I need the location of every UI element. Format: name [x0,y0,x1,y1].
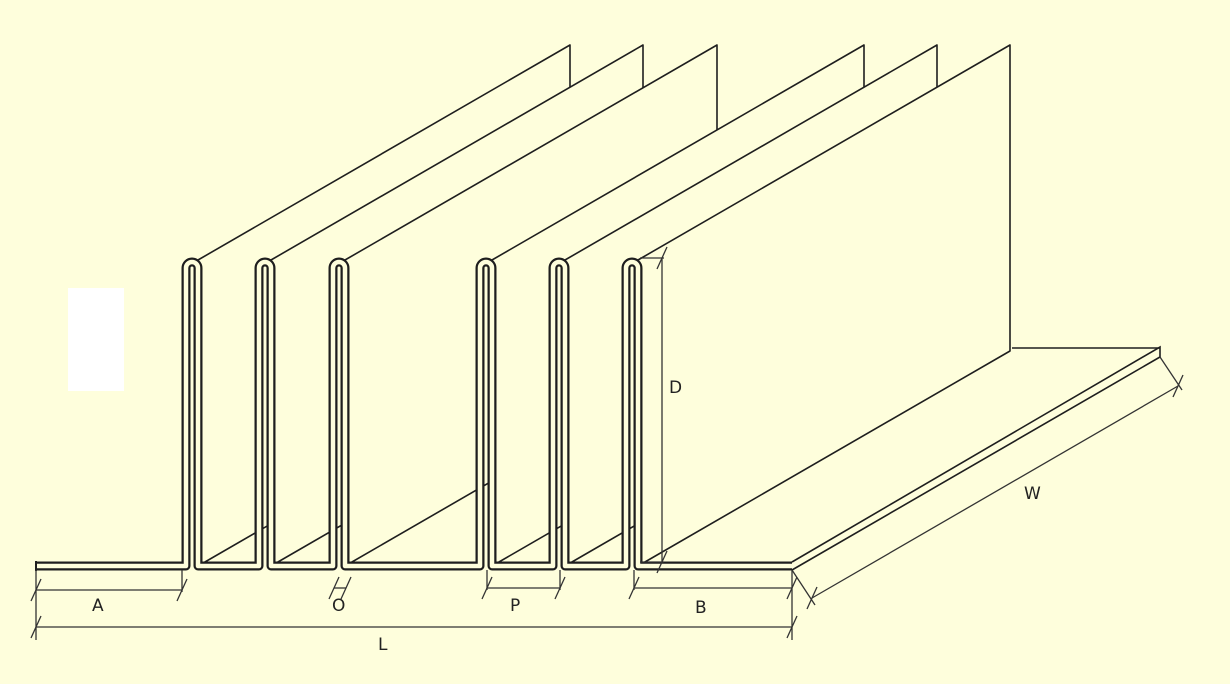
dimension-label-a: A [92,596,104,616]
folded-sheet-profile [35,257,792,571]
dim-w-line [811,385,1179,599]
dimension-tick-11 [656,550,668,574]
dimension-lines [30,246,1184,640]
dimension-tick-4 [481,576,493,600]
blank-white-patch [68,288,124,391]
dimension-label-d: D [669,378,682,398]
dimension-label-b: B [695,598,707,618]
dimension-label-p: P [510,596,520,616]
dimension-label-l: L [378,635,388,655]
dimension-tick-8 [30,615,42,639]
dimension-label-w: W [1024,484,1041,504]
dimension-tick-13 [1172,374,1184,398]
dimension-label-o: O [332,596,345,616]
dimension-tick-6 [628,576,640,600]
dimension-tick-1 [176,578,188,602]
base-right-edge [791,345,1161,571]
dimension-tick-2 [328,576,340,600]
dimension-tick-5 [554,576,566,600]
sheet-inner [36,259,792,569]
dimension-tick-12 [806,586,818,610]
dimension-tick-9 [786,615,798,639]
dimension-tick-3 [340,576,352,600]
dimension-tick-7 [786,576,798,600]
dimension-labels: A O P B L D W [92,378,1041,655]
dimension-tick-0 [30,578,42,602]
fin-panels [197,44,1011,567]
dimension-tick-10 [656,246,668,270]
